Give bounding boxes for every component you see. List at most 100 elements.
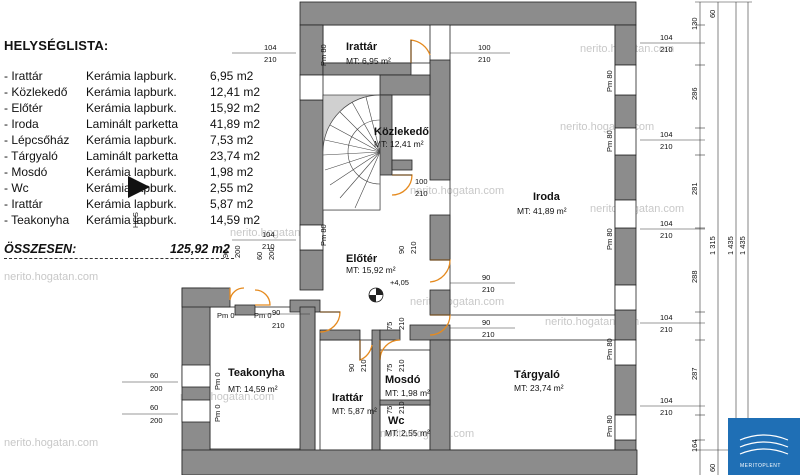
legend-room-material: Kerámia lapburk. (86, 197, 177, 211)
dim-label: 104 (264, 43, 277, 52)
dim-label: 210 (264, 55, 277, 64)
dim-label: 104 (660, 219, 673, 228)
watermark-text: nerito.hogatan.com (590, 203, 684, 215)
legend-room-area: 12,41 m2 (210, 85, 261, 99)
room-name-iroda: Iroda (533, 191, 561, 203)
legend-room-material: Laminált parketta (86, 149, 179, 163)
legend-room-material: Kerámia lapburk. (86, 69, 177, 83)
room-name-kozlekedo: Közlekedő (374, 126, 429, 138)
hcs-label: HCS (131, 212, 140, 228)
level-label: +4,05 (390, 278, 409, 287)
dim-label: 104 (262, 230, 275, 239)
dim-label: 210 (660, 142, 673, 151)
dim-label: 210 (660, 408, 673, 417)
dim-label: 210 (482, 285, 495, 294)
room-name-wc: Wc (388, 415, 405, 427)
dim-label: 90 (397, 246, 406, 254)
legend-room-area: 1,98 m2 (210, 165, 254, 179)
dim-label: Pm 80 (605, 130, 614, 152)
room-area-targyalo: MT: 23,74 m² (514, 383, 564, 393)
room-labels: Irattár MT: 6,95 m² Közlekedő MT: 12,41 … (228, 41, 567, 438)
legend-room-material: Kerámia lapburk. (86, 85, 177, 99)
room-name-irattar-bottom: Irattár (332, 392, 364, 404)
watermark-text: nerito.hogatan.com (410, 296, 504, 308)
total-value: 125,92 m2 (170, 242, 230, 256)
dim-label: 75 (385, 406, 394, 414)
legend-room-area: 41,89 m2 (210, 117, 261, 131)
legend-room-area: 23,74 m2 (210, 149, 261, 163)
legend-room-name: - Lépcsőház (4, 133, 70, 147)
room-area-iroda: MT: 41,89 m² (517, 206, 567, 216)
dim-label: 286 (690, 87, 699, 100)
dim-label: 210 (397, 359, 406, 372)
total-underline (4, 258, 234, 259)
walls (181, 1, 638, 475)
dim-label: Pm 0 (213, 404, 222, 422)
legend-room-name: - Mosdó (4, 165, 48, 179)
dim-label: 200 (267, 247, 276, 260)
dim-label: 60 (255, 252, 264, 260)
room-name-teakonyha: Teakonyha (228, 367, 286, 379)
dim-label: 210 (478, 55, 491, 64)
exterior-dimension-labels: 130 60 286 281 288 287 164 60 1 315 1 43… (690, 10, 747, 472)
dim-label: 1 435 (726, 236, 735, 255)
dim-label: Pm 80 (319, 44, 328, 66)
dim-label: 1 315 (708, 236, 717, 255)
dim-label: 210 (660, 325, 673, 334)
legend-room-material: Kerámia lapburk. (86, 213, 177, 227)
dim-label: 60 (708, 10, 717, 18)
room-name-mosdo: Mosdó (385, 374, 421, 386)
dim-label: 210 (262, 242, 275, 251)
legend-room-name: - Tárgyaló (4, 149, 58, 163)
legend-room-area: 2,55 m2 (210, 181, 254, 195)
dim-label: 287 (690, 367, 699, 380)
dim-label: 104 (660, 33, 673, 42)
dim-label: Pm 80 (319, 224, 328, 246)
dim-label: 164 (690, 439, 699, 452)
dim-label: 281 (690, 182, 699, 195)
dim-label: 200 (150, 416, 163, 425)
dim-label: 90 (482, 273, 490, 282)
dim-label: 210 (359, 359, 368, 372)
legend-room-area: 7,53 m2 (210, 133, 254, 147)
dim-label: Pm 80 (605, 338, 614, 360)
total-label: ÖSSZESEN: (4, 242, 77, 256)
dim-label: 90 (272, 308, 280, 317)
dim-label: Pm 80 (605, 70, 614, 92)
dim-label: 200 (233, 245, 242, 258)
dim-label: 130 (690, 17, 699, 30)
windows (181, 64, 637, 441)
dim-label: 75 (385, 322, 394, 330)
dim-label: Pm 0 (217, 311, 235, 320)
room-name-irattar-top: Irattár (346, 41, 378, 53)
watermark-text: nerito.hogatan.com (4, 437, 98, 449)
watermark-text: nerito.hogatan.com (4, 271, 98, 283)
dim-label: 104 (660, 313, 673, 322)
room-area-eloter: MT: 15,92 m² (346, 265, 396, 275)
dim-label: 210 (660, 45, 673, 54)
watermark-text: nerito.hogatan.com (410, 185, 504, 197)
dim-label: 210 (397, 401, 406, 414)
legend-room-name: - Wc (4, 181, 29, 195)
exterior-dimension-chain (695, 1, 752, 475)
dim-label: 60 (150, 371, 158, 380)
legend-room-material: Laminált parketta (86, 117, 179, 131)
room-area-kozlekedo: MT: 12,41 m² (374, 139, 424, 149)
dim-label: 210 (415, 189, 428, 198)
room-area-irattar-bottom: MT: 5,87 m² (332, 406, 377, 416)
dim-label: 60 (150, 403, 158, 412)
legend-room-name: - Irattár (4, 197, 43, 211)
legend-room-area: 14,59 m2 (210, 213, 261, 227)
dim-label: 104 (660, 396, 673, 405)
logo-badge: MERITOPLENT (728, 418, 800, 475)
room-area-irattar-top: MT: 6,95 m² (346, 56, 391, 66)
door-leaves (320, 40, 450, 360)
opening-dimensions: 104 210 Pm 80 100 210 104 210 Pm 80 104 … (122, 33, 705, 437)
legend-room-material: Kerámia lapburk. (86, 165, 177, 179)
legend-room-name: - Irattár (4, 69, 43, 83)
legend-room-name: - Előtér (4, 101, 43, 115)
legend-room-name: - Közlekedő (4, 85, 68, 99)
dim-label: 210 (482, 330, 495, 339)
staircase (322, 94, 381, 211)
